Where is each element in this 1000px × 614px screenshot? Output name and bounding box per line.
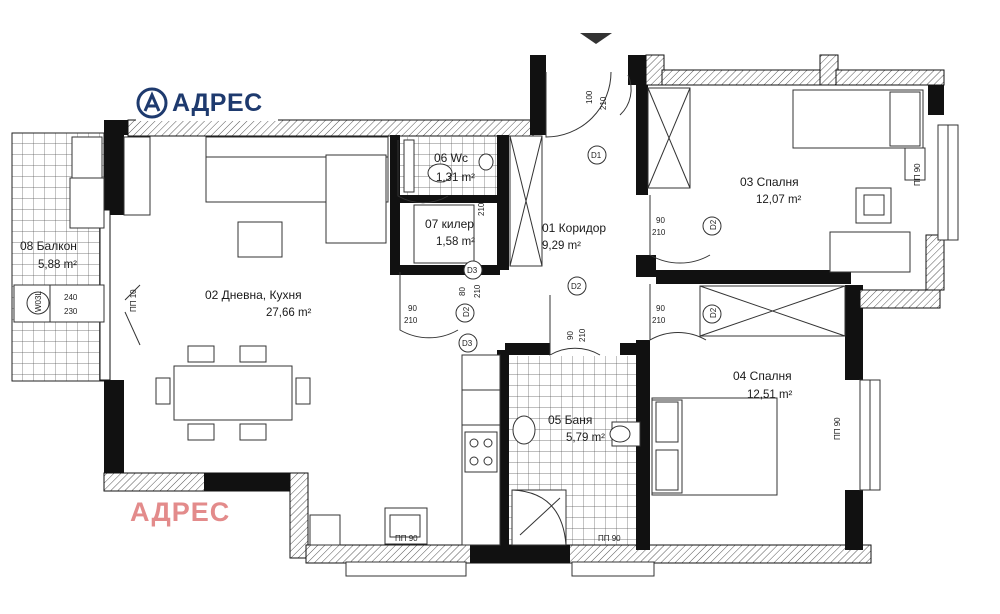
walls <box>99 54 945 564</box>
door-tag-d2-a: D2 <box>709 219 718 230</box>
balcony-door-code: W03L <box>34 291 43 312</box>
room-area-storage: 1,58 m² <box>436 236 475 248</box>
window-bottom <box>345 561 655 577</box>
door-tag-d2-d: D2 <box>462 306 471 317</box>
doors <box>124 71 711 356</box>
room-area-wc: 1,31 m² <box>436 172 475 184</box>
room-area-corridor: 9,29 m² <box>542 240 581 252</box>
room-area-bedroom-2: 12,51 m² <box>747 389 793 401</box>
bath-fixtures <box>511 415 641 546</box>
logo-icon <box>136 87 168 119</box>
balcony-door-height: 230 <box>64 307 78 316</box>
wc-fixtures <box>403 139 494 193</box>
door-width-bedroom-1: 90 <box>656 216 665 225</box>
tv-unit <box>69 136 151 229</box>
dining-table <box>155 345 311 441</box>
window-code-bedroom-1: ПП 90 <box>913 163 922 186</box>
door-tag-d2-c: D2 <box>571 282 582 291</box>
room-name-bedroom-1: 03 Спалня <box>740 175 799 189</box>
door-height-living: 210 <box>404 316 418 325</box>
door-tag-d1: D1 <box>591 151 602 160</box>
door-tags <box>455 145 722 353</box>
door-height-bath: 210 <box>578 328 587 342</box>
room-name-corridor: 01 Коридор <box>542 221 606 235</box>
room-area-living: 27,66 m² <box>266 307 312 319</box>
door-tag-d3-a: D3 <box>467 266 478 275</box>
room-name-bathroom: 05 Баня <box>548 413 592 427</box>
room-area-bedroom-1: 12,07 m² <box>756 194 802 206</box>
balcony-door-tag <box>26 291 50 315</box>
door-tag-d2-b: D2 <box>709 307 718 318</box>
room-labels: 01 Коридор 9,29 m² 02 Дневна, Кухня 27,6… <box>20 151 802 444</box>
sofa <box>205 136 389 258</box>
door-width-storage: 80 <box>458 287 467 296</box>
door-height-wc: 210 <box>477 202 486 216</box>
watermark-text: АДРЕС <box>130 497 231 527</box>
balcony-door-width: 240 <box>64 293 78 302</box>
entrance-height: 210 <box>599 96 608 110</box>
logo-text: АДРЕС <box>172 88 263 117</box>
window-code-bath: ПП 90 <box>598 534 621 543</box>
window-bedroom-2 <box>859 379 881 491</box>
door-width-living: 90 <box>408 304 417 313</box>
room-area-balcony: 5,88 m² <box>38 259 77 271</box>
room-area-bathroom: 5,79 m² <box>566 432 605 444</box>
bed-bedroom-1 <box>647 87 926 273</box>
room-name-balcony: 08 Балкон <box>20 239 77 253</box>
door-height-bedroom-1: 210 <box>652 228 666 237</box>
door-width-bedroom-2: 90 <box>656 304 665 313</box>
room-name-wc: 06 Wc <box>434 151 468 165</box>
window-code-bedroom-2: ПП 90 <box>833 417 842 440</box>
door-width-bath: 90 <box>566 331 575 340</box>
room-name-living: 02 Дневна, Кухня <box>205 288 302 302</box>
logo: АДРЕС <box>136 85 278 121</box>
kitchen-counter <box>309 354 501 546</box>
wardrobe-corridor <box>413 135 543 267</box>
bed-bedroom-2 <box>651 285 846 496</box>
door-labels: D1 D2 D2 D2 D3 D2 D3 100 210 90 210 90 2… <box>34 90 922 543</box>
window-bedroom-1 <box>937 124 959 241</box>
window-code-kitchen: ПП 90 <box>395 534 418 543</box>
entrance-width: 100 <box>585 90 594 104</box>
door-tag-d3-b: D3 <box>462 339 473 348</box>
door-height-bedroom-2: 210 <box>652 316 666 325</box>
door-height-storage: 210 <box>473 284 482 298</box>
window-code-balcony: ПП 10 <box>129 289 138 312</box>
entrance-arrow-icon <box>580 33 612 44</box>
room-name-bedroom-2: 04 Спалня <box>733 369 792 383</box>
room-name-storage: 07 килер <box>425 217 474 231</box>
